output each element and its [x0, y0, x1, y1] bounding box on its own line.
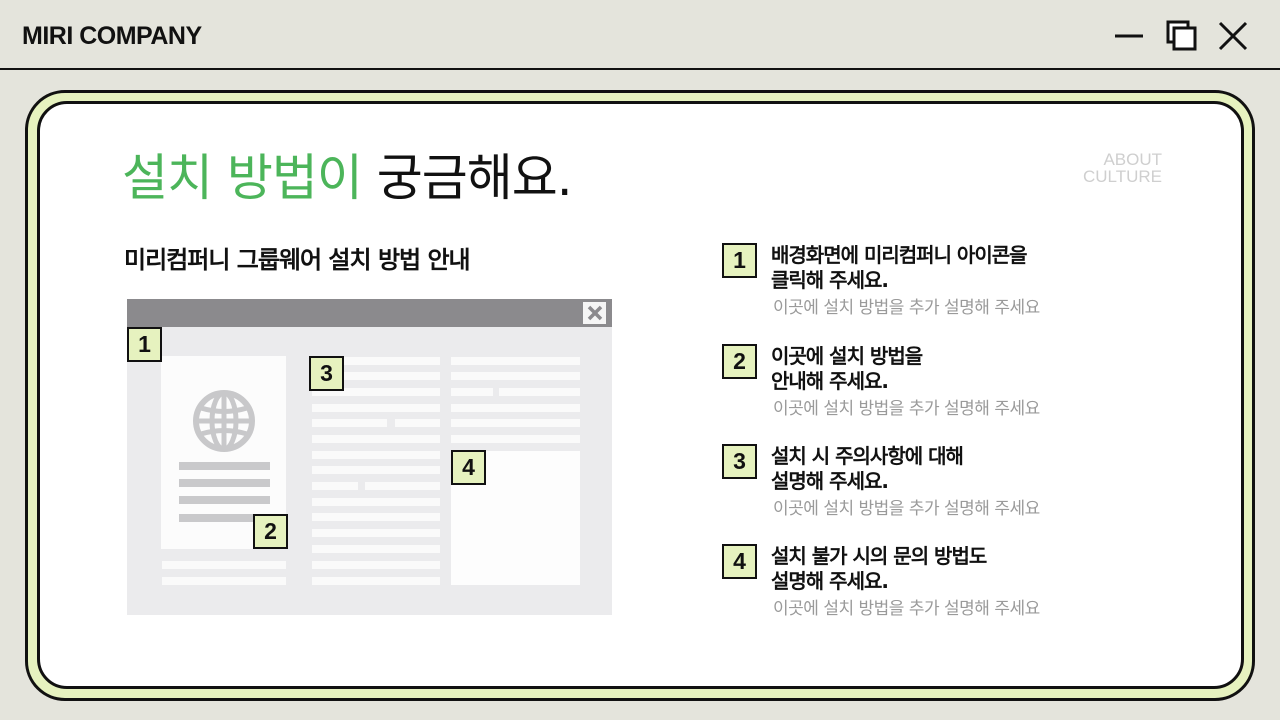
- restore-button[interactable]: [1163, 18, 1199, 54]
- illustration-titlebar: [127, 299, 612, 327]
- placeholder-line: [451, 419, 580, 427]
- step-description: 이곳에 설치 방법을 추가 설명해 주세요: [773, 499, 1040, 519]
- placeholder-line: [312, 529, 440, 537]
- placeholder-line: [395, 419, 440, 427]
- step-title: 설치 시 주의사항에 대해 설명해 주세요.: [771, 444, 964, 493]
- step-number-badge: 4: [722, 544, 757, 579]
- corner-label-line2: CULTURE: [1082, 167, 1162, 186]
- step-item-4: 4 설치 불가 시의 문의 방법도 설명해 주세요. 이곳에 설치 방법을 추가…: [722, 544, 1122, 619]
- page-title-rest: 궁금해요.: [361, 149, 573, 207]
- placeholder-line: [499, 388, 580, 396]
- minimize-button[interactable]: [1111, 18, 1147, 54]
- corner-label-line1: ABOUT: [1103, 150, 1162, 169]
- step-number-badge: 2: [722, 344, 757, 379]
- placeholder-line: [451, 372, 580, 380]
- step-number-badge: 3: [722, 444, 757, 479]
- step-item-3: 3 설치 시 주의사항에 대해 설명해 주세요. 이곳에 설치 방법을 추가 설…: [722, 444, 1122, 519]
- title-bar: MIRI COMPANY: [0, 0, 1280, 70]
- step-item-2: 2 이곳에 설치 방법을 안내해 주세요. 이곳에 설치 방법을 추가 설명해 …: [722, 344, 1122, 419]
- marker-2: 2: [253, 514, 288, 549]
- close-button[interactable]: [1215, 18, 1251, 54]
- placeholder-line: [179, 496, 270, 504]
- placeholder-line: [451, 435, 580, 443]
- corner-label: ABOUT CULTURE: [1060, 151, 1162, 185]
- placeholder-line: [179, 462, 270, 470]
- step-description: 이곳에 설치 방법을 추가 설명해 주세요: [773, 298, 1040, 318]
- step-title: 이곳에 설치 방법을 안내해 주세요.: [771, 344, 923, 393]
- placeholder-line: [312, 451, 440, 459]
- placeholder-line: [312, 545, 440, 553]
- app-title: MIRI COMPANY: [22, 22, 202, 50]
- placeholder-line: [312, 466, 440, 474]
- placeholder-line: [312, 388, 440, 396]
- globe-icon: [193, 390, 255, 452]
- marker-3: 3: [309, 356, 344, 391]
- placeholder-line: [312, 513, 440, 521]
- page-title: 설치 방법이 궁금해요.: [122, 138, 573, 210]
- step-number-badge: 1: [722, 243, 757, 278]
- placeholder-line: [312, 435, 440, 443]
- placeholder-line: [312, 404, 440, 412]
- placeholder-line: [162, 577, 286, 585]
- placeholder-line: [312, 498, 440, 506]
- step-item-1: 1 배경화면에 미리컴퍼니 아이콘을 클릭해 주세요. 이곳에 설치 방법을 추…: [722, 243, 1122, 318]
- close-icon: [1218, 21, 1248, 51]
- section-subtitle: 미리컴퍼니 그룹웨어 설치 방법 안내: [124, 246, 471, 274]
- step-title: 설치 불가 시의 문의 방법도 설명해 주세요.: [771, 544, 987, 593]
- placeholder-line: [312, 577, 440, 585]
- step-description: 이곳에 설치 방법을 추가 설명해 주세요: [773, 399, 1040, 419]
- marker-4: 4: [451, 450, 486, 485]
- illustration-close-icon: [583, 302, 606, 324]
- placeholder-line: [312, 482, 358, 490]
- page-title-highlight: 설치 방법이: [122, 149, 363, 207]
- placeholder-line: [365, 482, 440, 490]
- placeholder-line: [179, 514, 270, 522]
- placeholder-line: [162, 561, 286, 569]
- restore-icon: [1166, 20, 1197, 51]
- placeholder-line: [179, 479, 270, 487]
- placeholder-line: [451, 357, 580, 365]
- placeholder-line: [312, 419, 387, 427]
- marker-1: 1: [127, 327, 162, 362]
- step-title: 배경화면에 미리컴퍼니 아이콘을 클릭해 주세요.: [771, 243, 1028, 292]
- step-description: 이곳에 설치 방법을 추가 설명해 주세요: [773, 599, 1040, 619]
- placeholder-line: [312, 561, 440, 569]
- placeholder-line: [451, 388, 493, 396]
- minimize-icon: [1115, 34, 1143, 38]
- placeholder-line: [451, 404, 580, 412]
- placeholder-line: [312, 372, 440, 380]
- placeholder-line: [312, 357, 440, 365]
